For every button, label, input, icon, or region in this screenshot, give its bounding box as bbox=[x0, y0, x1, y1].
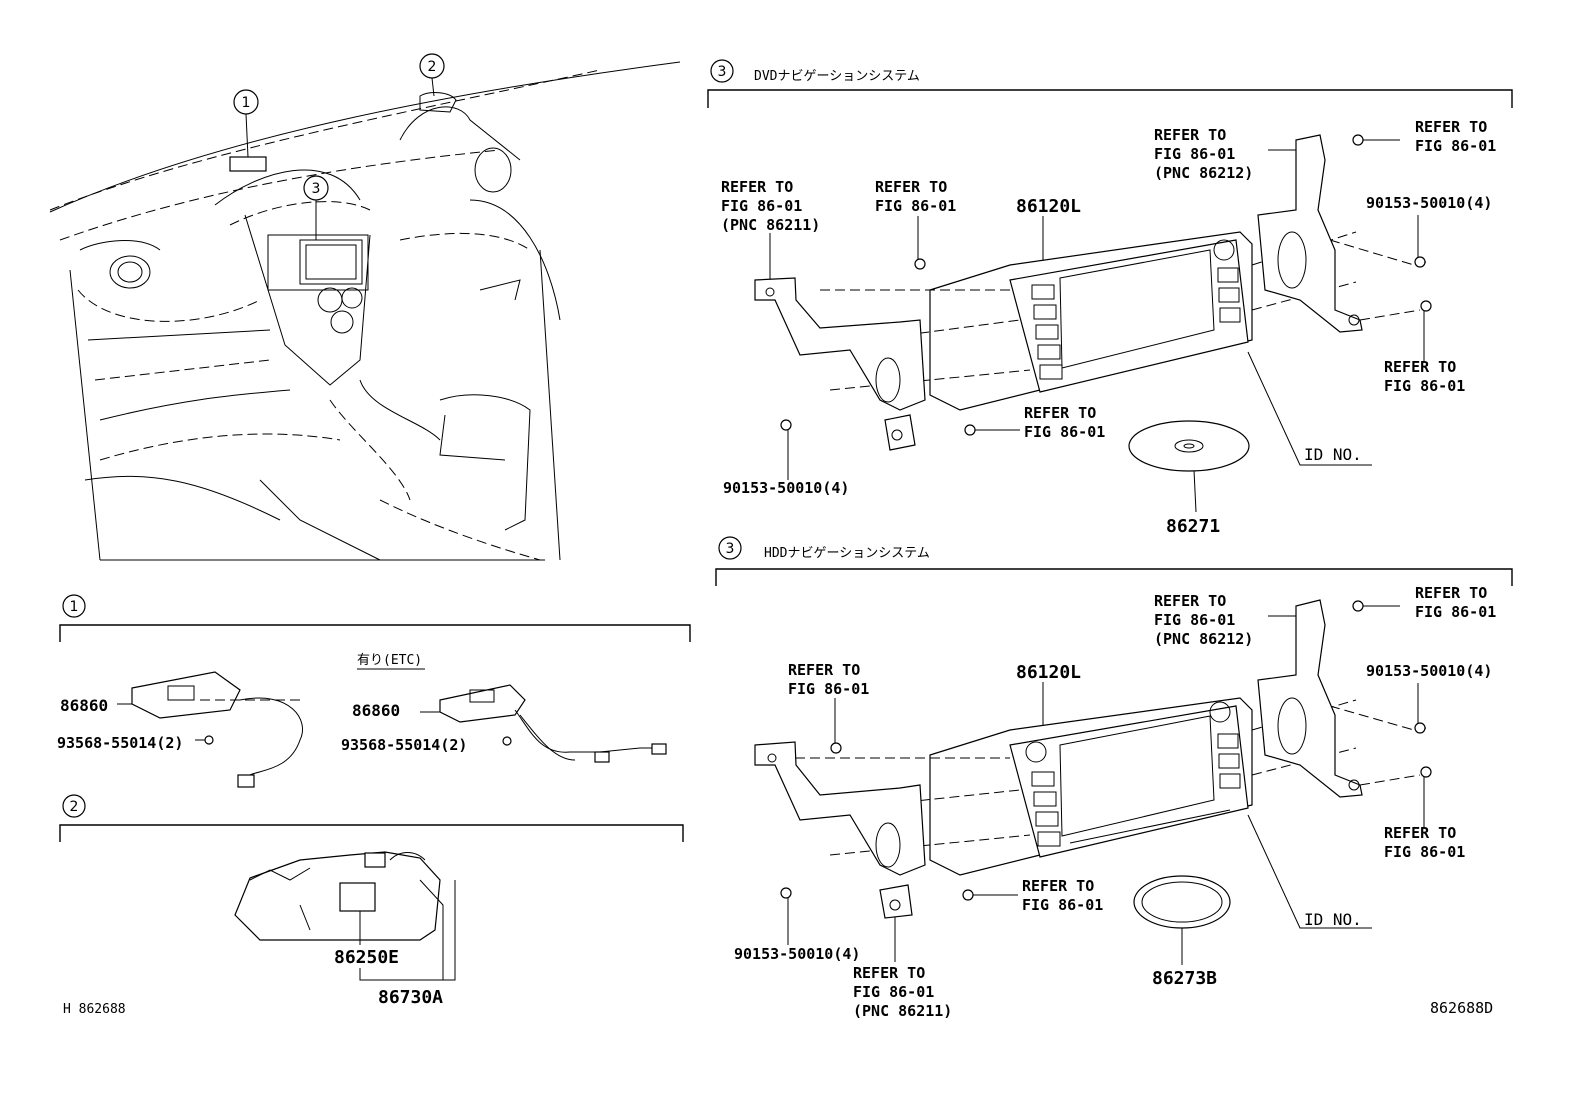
hdd-ring-icon bbox=[1133, 875, 1231, 929]
dvd-refer-r-1: REFER TO bbox=[1384, 358, 1456, 376]
dvd-refer-bm-2: FIG 86-01 bbox=[1024, 423, 1105, 441]
hdd-refer-bm-1: REFER TO bbox=[1022, 877, 1094, 895]
section-2-part-a: 86250E bbox=[334, 947, 399, 968]
hdd-refer-far-1: REFER TO bbox=[1415, 584, 1487, 602]
section-1-part-right: 86860 bbox=[352, 701, 400, 720]
dvd-refer-far-1: REFER TO bbox=[1415, 118, 1487, 136]
dvd-disc-part: 86271 bbox=[1166, 516, 1220, 537]
dvd-refer-tr-3: (PNC 86212) bbox=[1154, 164, 1253, 182]
hdd-section-title: HDDナビゲーションシステム bbox=[764, 546, 930, 561]
hdd-refer-bm-2: FIG 86-01 bbox=[1022, 896, 1103, 914]
section-2-room-lamp: 2 86250E 86730A bbox=[59, 794, 684, 1008]
section-1-screw-left: 93568-55014(2) bbox=[57, 734, 183, 752]
dvd-refer-tl-2: FIG 86-01 bbox=[721, 197, 802, 215]
dvd-refer-tr-2: FIG 86-01 bbox=[1154, 145, 1235, 163]
dvd-refer-tr-1: REFER TO bbox=[1154, 126, 1226, 144]
hdd-refer-far-2: FIG 86-01 bbox=[1415, 603, 1496, 621]
hdd-refer-r-2: FIG 86-01 bbox=[1384, 843, 1465, 861]
footer-right-code: 862688D bbox=[1430, 999, 1493, 1017]
hdd-refer-tl-2: FIG 86-01 bbox=[788, 680, 869, 698]
dvd-refer-tl-3: (PNC 86211) bbox=[721, 216, 820, 234]
dvd-refer-tm-2: FIG 86-01 bbox=[875, 197, 956, 215]
section-2-part-b: 86730A bbox=[378, 987, 443, 1008]
dvd-refer-far-2: FIG 86-01 bbox=[1415, 137, 1496, 155]
dvd-refer-tm-1: REFER TO bbox=[875, 178, 947, 196]
hdd-refer-tr-3: (PNC 86212) bbox=[1154, 630, 1253, 648]
section-dvd-navigation: 3 DVDナビゲーションシステム REFER TO FIG 86-01 (PNC… bbox=[707, 59, 1513, 537]
hdd-screw-right: 90153-50010(4) bbox=[1366, 662, 1492, 680]
dvd-refer-tl-1: REFER TO bbox=[721, 178, 793, 196]
callout-2-overview: 2 bbox=[428, 59, 437, 75]
section-hdd-navigation: 3 HDDナビゲーションシステム REFER TO FIG 86-01 REFE… bbox=[715, 536, 1513, 1020]
dvd-screw-right: 90153-50010(4) bbox=[1366, 194, 1492, 212]
hdd-refer-bl-1: REFER TO bbox=[853, 964, 925, 982]
hdd-refer-tr-1: REFER TO bbox=[1154, 592, 1226, 610]
hdd-refer-tr-2: FIG 86-01 bbox=[1154, 611, 1235, 629]
dvd-disc-icon bbox=[1128, 420, 1250, 472]
section-1-screw-right: 93568-55014(2) bbox=[341, 736, 467, 754]
section-1-antenna: 1 有り(ETC) 86860 93568-55014(2) 86860 935… bbox=[57, 594, 691, 788]
hdd-refer-bl-2: FIG 86-01 bbox=[853, 983, 934, 1001]
hdd-refer-r-1: REFER TO bbox=[1384, 824, 1456, 842]
callout-3-overview: 3 bbox=[312, 181, 321, 197]
hdd-unit-part: 86120L bbox=[1016, 662, 1081, 683]
section-1-number: 1 bbox=[70, 599, 79, 615]
hdd-refer-bl-3: (PNC 86211) bbox=[853, 1002, 952, 1020]
footer-left-code: H 862688 bbox=[63, 1002, 126, 1017]
hdd-screw-left: 90153-50010(4) bbox=[734, 945, 860, 963]
dvd-unit-part: 86120L bbox=[1016, 196, 1081, 217]
hdd-id-no: ID NO. bbox=[1304, 910, 1362, 929]
dvd-button-column bbox=[1031, 267, 1241, 380]
etc-label: 有り(ETC) bbox=[357, 653, 422, 668]
callout-1-overview: 1 bbox=[242, 95, 251, 111]
hdd-button-column bbox=[1031, 733, 1241, 847]
hdd-section-number: 3 bbox=[726, 541, 735, 557]
hdd-screws bbox=[780, 600, 1432, 901]
dvd-section-number: 3 bbox=[718, 64, 727, 80]
dvd-section-title: DVDナビゲーションシステム bbox=[754, 69, 920, 84]
hdd-refer-tl-1: REFER TO bbox=[788, 661, 860, 679]
dashboard-illustration: 1 2 3 bbox=[49, 53, 681, 561]
section-2-number: 2 bbox=[70, 799, 79, 815]
hdd-ring-part: 86273B bbox=[1152, 968, 1217, 989]
dvd-screw-left: 90153-50010(4) bbox=[723, 479, 849, 497]
dvd-refer-bm-1: REFER TO bbox=[1024, 404, 1096, 422]
dvd-refer-r-2: FIG 86-01 bbox=[1384, 377, 1465, 395]
dvd-id-no: ID NO. bbox=[1304, 445, 1362, 464]
dvd-screws bbox=[780, 134, 1432, 436]
section-1-part-left: 86860 bbox=[60, 696, 108, 715]
